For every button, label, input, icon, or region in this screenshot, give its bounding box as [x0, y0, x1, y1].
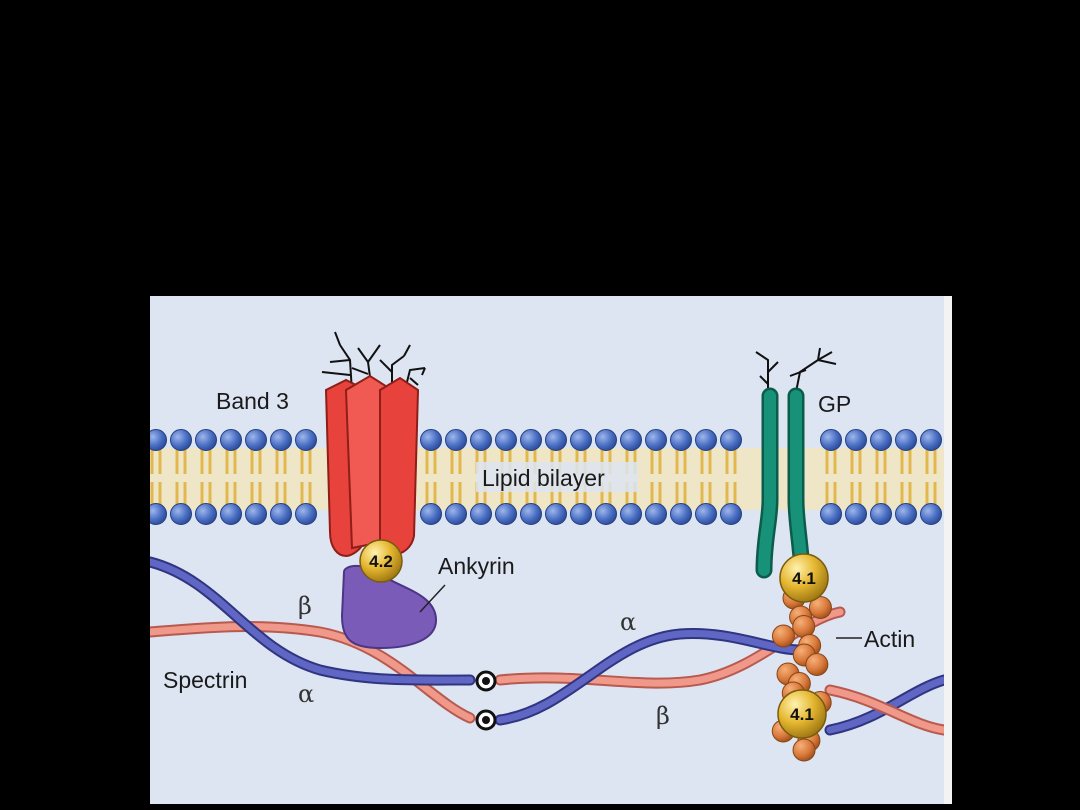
lipid-head [645, 503, 667, 525]
svg-text:4.2: 4.2 [369, 552, 393, 571]
band3-glycans [321, 331, 426, 393]
lipid-head [820, 429, 842, 451]
lipid-head [295, 429, 317, 451]
lipid-head [445, 503, 467, 525]
lipid-tails [150, 448, 944, 510]
lipid-head [845, 429, 867, 451]
label-spectrin: Spectrin [163, 667, 247, 693]
lipid-head [220, 429, 242, 451]
lipid-head [245, 429, 267, 451]
lipid-head [895, 429, 917, 451]
protein-4-1-bottom: 4.1 [777, 689, 827, 739]
band3-protein [324, 374, 420, 558]
lipid-head [620, 503, 642, 525]
panel-edge [944, 296, 952, 804]
lipid-head [245, 503, 267, 525]
lipid-label-backdrop [476, 462, 638, 492]
label-actin: Actin [864, 626, 915, 652]
lipid-head [270, 429, 292, 451]
svg-text:4.1: 4.1 [792, 569, 816, 588]
lipid-head [695, 503, 717, 525]
leader-lines [419, 584, 862, 639]
lipid-head [545, 429, 567, 451]
spectrin-junction-bottom [475, 709, 497, 731]
gp-glycans [755, 347, 837, 393]
lipid-head [520, 503, 542, 525]
lipid-head [170, 503, 192, 525]
spectrin-junction-top [475, 670, 497, 692]
lipid-head [170, 429, 192, 451]
actin-monomer [771, 624, 795, 648]
lipid-head [220, 503, 242, 525]
actin-monomer [792, 738, 816, 762]
lipid-head [420, 429, 442, 451]
lipid-head [495, 429, 517, 451]
label-beta-right: β [656, 702, 670, 730]
lipid-head [645, 429, 667, 451]
label-lipid-bilayer: Lipid bilayer [482, 465, 605, 491]
lipid-head [720, 503, 742, 525]
lipid-head [150, 429, 167, 451]
lipid-head [820, 503, 842, 525]
lipid-head [545, 503, 567, 525]
lipid-head [445, 429, 467, 451]
lipid-head [420, 503, 442, 525]
lipid-head [870, 429, 892, 451]
actin-monomer [805, 653, 829, 676]
protein-4-2: 4.2 [359, 539, 403, 583]
lipid-head [620, 429, 642, 451]
protein-4-1-top: 4.1 [779, 553, 829, 603]
lipid-head [895, 503, 917, 525]
label-band-3: Band 3 [216, 388, 289, 414]
lipid-head [695, 429, 717, 451]
svg-text:4.1: 4.1 [790, 705, 814, 724]
lipid-head [195, 429, 217, 451]
lipid-head [920, 503, 942, 525]
diagram-panel [150, 296, 944, 804]
lipid-head [720, 429, 742, 451]
lipid-head [670, 429, 692, 451]
lipid-head [670, 503, 692, 525]
label-alpha-right: α [620, 608, 636, 636]
lipid-head [495, 503, 517, 525]
lipid-head [270, 503, 292, 525]
lipid-head [570, 429, 592, 451]
lipid-head [520, 429, 542, 451]
lipid-head [470, 503, 492, 525]
label-beta-left: β [298, 592, 312, 620]
lipid-head [595, 429, 617, 451]
lipid-head [295, 503, 317, 525]
lipid-head [870, 503, 892, 525]
label-alpha-left: α [298, 680, 314, 708]
lipid-heads [150, 429, 942, 525]
lipid-head [845, 503, 867, 525]
lipid-head [470, 429, 492, 451]
lipid-head [595, 503, 617, 525]
label-gp: GP [818, 391, 851, 417]
lipid-head [195, 503, 217, 525]
lipid-head [570, 503, 592, 525]
label-ankyrin: Ankyrin [438, 553, 515, 579]
lipid-head [920, 429, 942, 451]
lipid-head [150, 503, 167, 525]
